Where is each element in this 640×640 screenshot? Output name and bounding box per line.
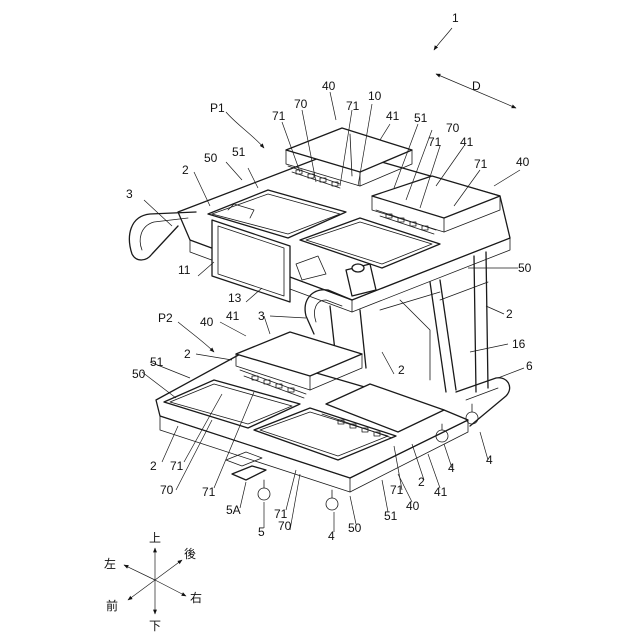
label-p2: P2	[158, 311, 173, 325]
label-41: 41	[226, 309, 240, 323]
label-4: 4	[448, 461, 455, 475]
arrow-right	[155, 580, 186, 596]
label-51: 51	[232, 145, 246, 159]
label-10: 10	[368, 89, 382, 103]
label-71: 71	[170, 459, 184, 473]
label-70: 70	[294, 97, 308, 111]
label-71: 71	[428, 135, 442, 149]
label-4: 4	[486, 453, 493, 467]
label-51: 51	[150, 355, 164, 369]
arrow-p1	[226, 112, 264, 148]
ref-arrow-1	[434, 28, 452, 50]
label-13: 13	[228, 291, 242, 305]
compass-front: 前	[106, 598, 118, 613]
part-labels: 1 D P1 P2 40 70 71 71 10 41 51 70 71 41 …	[126, 11, 533, 543]
label-5: 5	[258, 525, 265, 539]
label-40: 40	[516, 155, 530, 169]
label-2: 2	[418, 475, 425, 489]
compass-back: 後	[184, 547, 196, 561]
label-71: 71	[390, 483, 404, 497]
label-2: 2	[150, 459, 157, 473]
arrow-back	[155, 560, 182, 580]
label-4: 4	[328, 529, 335, 543]
compass-right: 右	[190, 590, 202, 605]
label-51: 51	[414, 111, 428, 125]
label-70: 70	[278, 519, 292, 533]
label-41: 41	[434, 485, 448, 499]
label-50: 50	[348, 521, 362, 535]
label-5a: 5A	[226, 503, 241, 517]
label-3: 3	[126, 187, 133, 201]
label-2: 2	[184, 347, 191, 361]
label-2: 2	[398, 363, 405, 377]
label-3: 3	[258, 309, 265, 323]
label-50: 50	[132, 367, 146, 381]
label-d: D	[472, 79, 481, 93]
label-41: 41	[386, 109, 400, 123]
label-70: 70	[160, 483, 174, 497]
label-50: 50	[204, 151, 218, 165]
label-16: 16	[512, 337, 526, 351]
label-71: 71	[346, 99, 360, 113]
label-2: 2	[182, 163, 189, 177]
compass-left: 左	[104, 556, 116, 571]
label-51: 51	[384, 509, 398, 523]
label-p1: P1	[210, 101, 225, 115]
label-71: 71	[272, 109, 286, 123]
compass-up: 上	[149, 531, 161, 545]
orientation-compass: 上 下 左 右 後 前	[104, 531, 202, 633]
label-40: 40	[322, 79, 336, 93]
label-41: 41	[460, 135, 474, 149]
label-71: 71	[474, 157, 488, 171]
compass-down: 下	[149, 619, 161, 633]
arrow-front	[128, 580, 155, 600]
upper-shelf	[129, 128, 510, 312]
label-70: 70	[446, 121, 460, 135]
label-71: 71	[202, 485, 216, 499]
label-1: 1	[452, 11, 459, 25]
label-11: 11	[178, 263, 191, 277]
label-40: 40	[406, 499, 420, 513]
label-2: 2	[506, 307, 513, 321]
label-50: 50	[518, 261, 532, 275]
arrow-left	[124, 565, 155, 580]
label-6: 6	[526, 359, 533, 373]
label-40: 40	[200, 315, 214, 329]
